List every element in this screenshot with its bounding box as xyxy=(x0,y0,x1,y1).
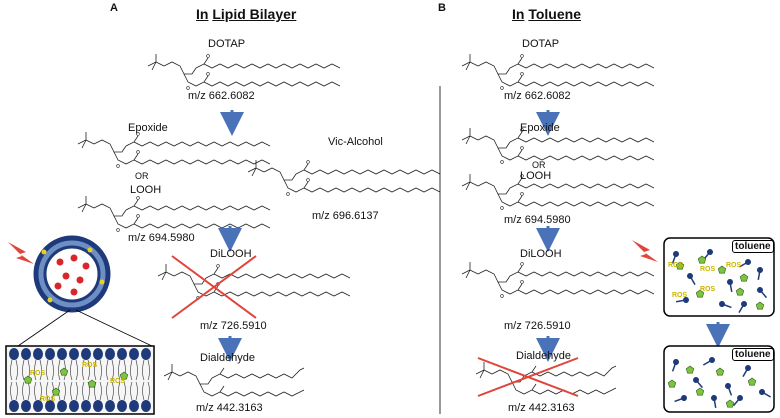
mz-dotap-b: m/z 662.6082 xyxy=(504,90,571,102)
bilayer-zoom-box xyxy=(5,345,155,415)
label-looh-b: LOOH xyxy=(520,170,552,182)
panel-a-title: In Lipid Bilayer xyxy=(196,6,296,22)
bilayer-head-bottom xyxy=(93,400,103,412)
panel-b-letter: B xyxy=(438,2,446,14)
looh-structure-b xyxy=(461,173,655,210)
label-or-a: OR xyxy=(135,171,149,181)
bilayer-tail xyxy=(34,359,42,401)
ros-label-b3: ROS xyxy=(726,262,742,269)
zoom-line-right xyxy=(75,309,153,347)
panel-b-title-rest: Toluene xyxy=(528,6,581,22)
bilayer-head-bottom xyxy=(33,400,43,412)
bilayer-head-top xyxy=(141,348,151,360)
toluene-label-before: toluene xyxy=(732,240,774,253)
bilayer-head-bottom xyxy=(105,400,115,412)
looh-structure-a xyxy=(77,195,271,232)
cross-a-2 xyxy=(171,255,257,319)
bilayer-head-top xyxy=(69,348,79,360)
bilayer-tail xyxy=(10,359,18,401)
bilayer-head-bottom xyxy=(45,400,55,412)
bilayer-head-bottom xyxy=(129,400,139,412)
bilayer-tail xyxy=(142,359,150,401)
liposome-icon xyxy=(33,235,111,313)
dotap-structure-b xyxy=(461,53,655,90)
ros-label-a1: ROS xyxy=(30,370,46,377)
vic-alcohol-structure-a xyxy=(247,159,441,196)
panel-a-title-prefix: In xyxy=(196,6,209,22)
mz-vic-alcohol-a: m/z 696.6137 xyxy=(312,210,379,222)
label-dialdehyde-a: Dialdehyde xyxy=(200,352,256,364)
bilayer-head-bottom xyxy=(57,400,67,412)
mz-dialdehyde-b: m/z 442.3163 xyxy=(508,402,575,414)
bilayer-head-bottom xyxy=(9,400,19,412)
toluene-box-after xyxy=(663,345,775,413)
epoxide-structure-a xyxy=(77,131,271,168)
bilayer-head-top xyxy=(81,348,91,360)
mz-dialdehyde-a: m/z 442.3163 xyxy=(196,402,263,414)
label-dilooh-b: DiLOOH xyxy=(520,248,562,260)
toluene-label-after: toluene xyxy=(732,348,774,361)
bilayer-head-top xyxy=(33,348,43,360)
ros-label-a3: ROS xyxy=(110,378,126,385)
dialdehyde-structure-a xyxy=(163,363,305,397)
label-dotap-a: DOTAP xyxy=(208,38,246,50)
zoom-line-left xyxy=(17,309,71,347)
bilayer-head-top xyxy=(21,348,31,360)
panel-b-title: In Toluene xyxy=(512,6,581,22)
mz-dotap-a: m/z 662.6082 xyxy=(188,90,255,102)
panel-a-letter: A xyxy=(110,2,118,14)
label-or-b: OR xyxy=(532,160,546,170)
label-epoxide-a: Epoxide xyxy=(128,122,168,134)
lightning-icon-b xyxy=(632,240,658,262)
bilayer-head-top xyxy=(93,348,103,360)
dilooh-structure-a xyxy=(157,263,351,300)
label-dilooh-a: DiLOOH xyxy=(210,248,252,260)
bilayer-head-bottom xyxy=(141,400,151,412)
ros-label-b4: ROS xyxy=(700,286,716,293)
ros-label-a4: ROS xyxy=(40,396,56,403)
mz-dilooh-a: m/z 726.5910 xyxy=(200,320,267,332)
bilayer-head-top xyxy=(105,348,115,360)
toluene-box-before xyxy=(663,237,775,317)
ros-label-a2: ROS xyxy=(82,362,98,369)
label-dotap-b: DOTAP xyxy=(522,38,560,50)
bilayer-head-bottom xyxy=(21,400,31,412)
label-epoxide-b: Epoxide xyxy=(520,122,560,134)
mz-looh-b: m/z 694.5980 xyxy=(504,214,571,226)
dotap-structure-a xyxy=(147,53,341,90)
bilayer-tail xyxy=(130,359,138,401)
lightning-icon xyxy=(8,242,34,264)
label-looh-a: LOOH xyxy=(130,184,162,196)
bilayer-head-bottom xyxy=(117,400,127,412)
bilayer-tail xyxy=(22,359,30,401)
bilayer-tail xyxy=(70,359,78,401)
bilayer-head-bottom xyxy=(69,400,79,412)
bilayer-head-top xyxy=(129,348,139,360)
bilayer-tail xyxy=(46,359,54,401)
bilayer-head-top xyxy=(57,348,67,360)
bilayer-tail xyxy=(106,359,114,401)
cross-b-2 xyxy=(477,357,579,397)
mz-looh-a: m/z 694.5980 xyxy=(128,232,195,244)
bilayer-tail xyxy=(82,359,90,401)
bilayer-head-top xyxy=(117,348,127,360)
ros-label-b5: ROS xyxy=(672,292,688,299)
bilayer-head-top xyxy=(45,348,55,360)
panel-b-title-prefix: In xyxy=(512,6,525,22)
bilayer-tail xyxy=(94,359,102,401)
bilayer-head-top xyxy=(9,348,19,360)
bilayer-tail xyxy=(118,359,126,401)
bilayer-head-bottom xyxy=(81,400,91,412)
mz-dilooh-b: m/z 726.5910 xyxy=(504,320,571,332)
label-dialdehyde-b: Dialdehyde xyxy=(516,350,572,362)
label-vic-alcohol-a: Vic-Alcohol xyxy=(328,136,383,148)
ros-label-b1: ROS xyxy=(668,262,684,269)
ros-label-b2: ROS xyxy=(700,266,716,273)
dilooh-structure-b xyxy=(461,261,655,298)
panel-a-title-rest: Lipid Bilayer xyxy=(212,6,297,22)
